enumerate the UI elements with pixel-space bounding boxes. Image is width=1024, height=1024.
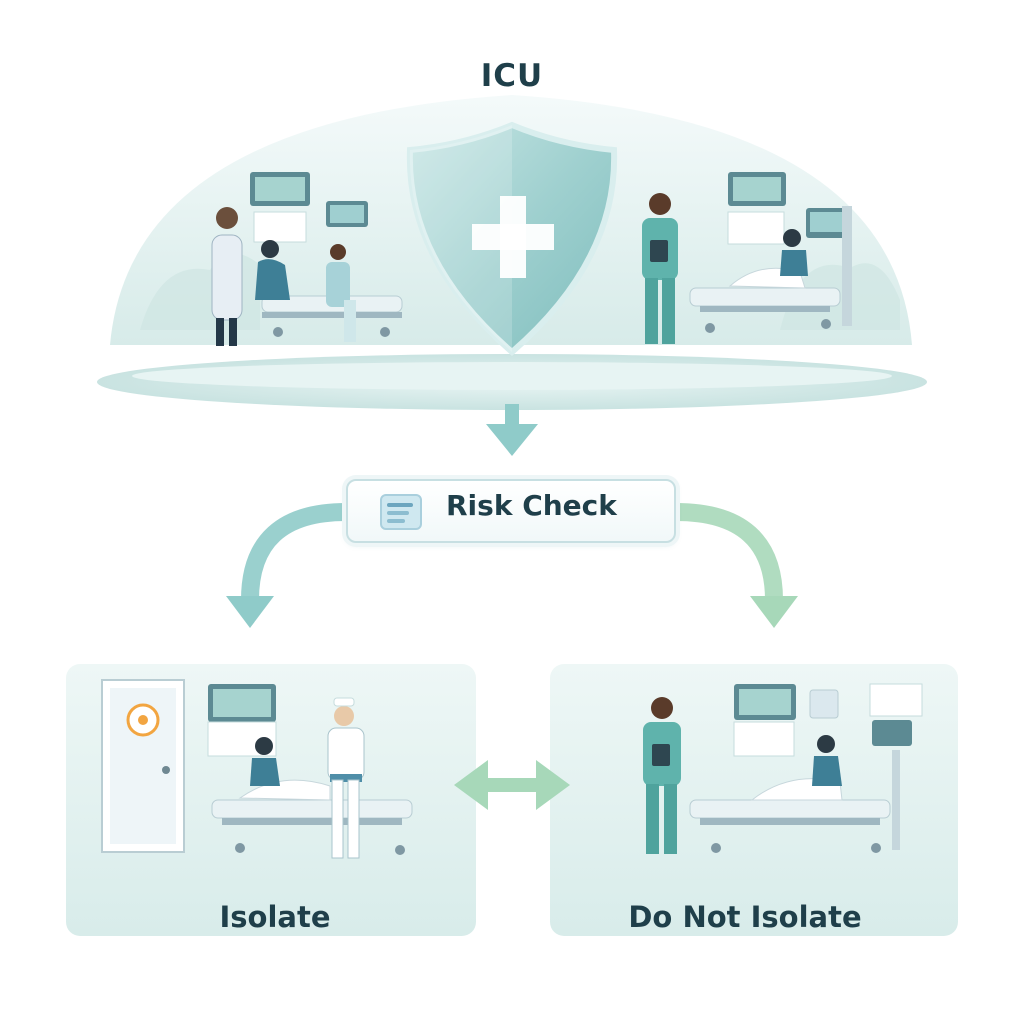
icu-left-scene (211, 172, 403, 346)
panel-do-not-isolate (550, 664, 958, 936)
double-arrow-icon (454, 760, 570, 810)
down-arrow-icon (486, 404, 538, 456)
biohazard-door-icon (126, 703, 160, 737)
outcome-label-do-not-isolate: Do Not Isolate (628, 900, 862, 934)
diagram-title: ICU (480, 58, 544, 94)
panel-isolate (66, 664, 476, 936)
icu-right-scene (642, 172, 852, 344)
branch-arrow-left (226, 503, 355, 628)
clipboard-list-icon (380, 494, 422, 530)
outcome-label-isolate: Isolate (219, 900, 331, 934)
branch-arrow-right (667, 503, 798, 628)
risk-check-label: Risk Check (446, 489, 617, 522)
shield-icon (406, 121, 618, 356)
